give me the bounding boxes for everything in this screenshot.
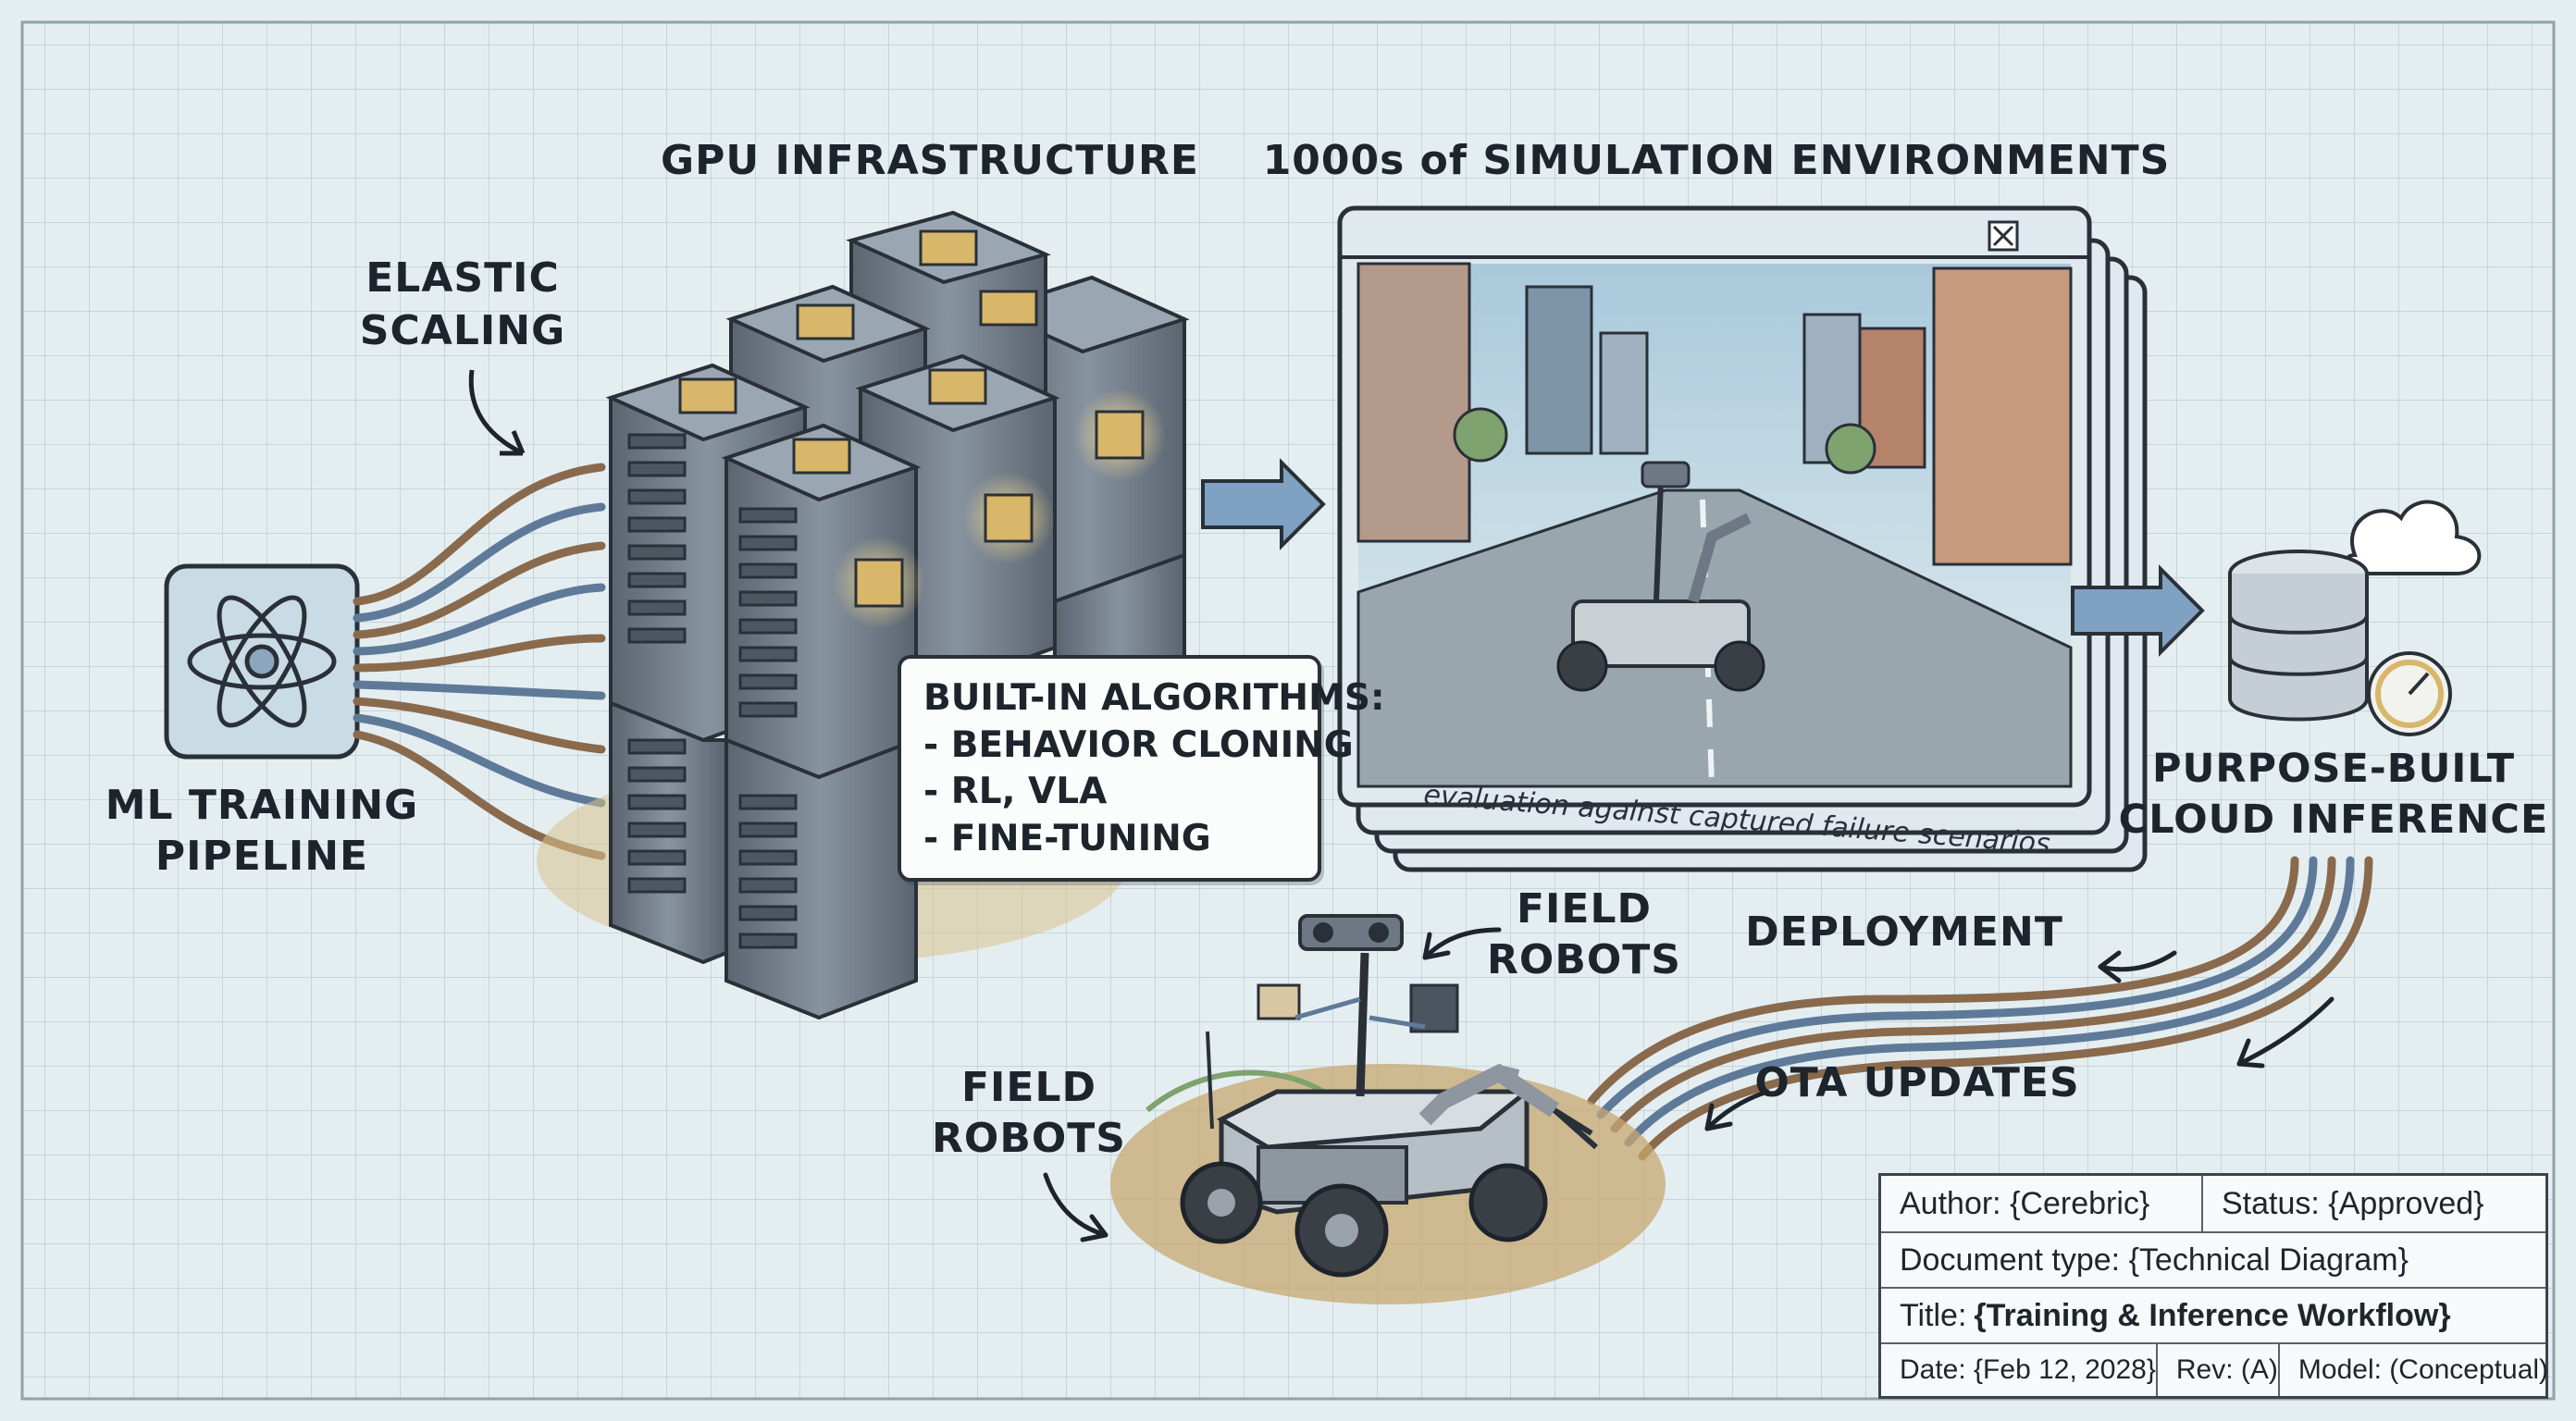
field-robots-upper-arrow xyxy=(1422,927,1502,960)
algorithm-item: FINE-TUNING xyxy=(923,816,1295,863)
rev-field: Rev: (A) xyxy=(2158,1344,2280,1396)
page-border xyxy=(20,20,2556,1401)
algorithm-item: BEHAVIOR CLONING xyxy=(923,723,1354,770)
elastic-scaling-arrow xyxy=(468,369,525,456)
algorithm-item: RL, VLA xyxy=(923,769,1295,816)
model-field: Model: (Conceptual) xyxy=(2297,1354,2549,1385)
arrow-to-inference xyxy=(2071,564,2205,657)
deployment-cables xyxy=(1587,856,2373,1161)
sim-robot xyxy=(1556,461,1765,692)
algorithms-title: BUILT-IN ALGORITHMS: xyxy=(923,677,1385,719)
deployment-arrow xyxy=(2098,950,2177,972)
ml-pipeline-line1: ML TRAINING xyxy=(105,782,419,829)
document-type-field: Document type: {Technical Diagram} xyxy=(1900,1242,2409,1278)
field-robots-lower-arrow xyxy=(1043,1172,1108,1238)
elastic-scaling-line2: SCALING xyxy=(360,307,565,354)
title-block-row-4: Date: {Feb 12, 2028} Rev: (A) Model: (Co… xyxy=(1881,1344,2549,1396)
field-robots-lower-line1: FIELD xyxy=(961,1064,1096,1111)
title-field-label: Title: xyxy=(1900,1297,1967,1333)
ota-updates-label: OTA UPDATES xyxy=(1754,1059,2079,1106)
status-field: Status: {Approved} xyxy=(2222,1185,2484,1221)
inference-line1: PURPOSE-BUILT xyxy=(2152,746,2515,792)
field-robots-upper-line2: ROBOTS xyxy=(1487,936,1681,983)
built-in-algorithms-box: BUILT-IN ALGORITHMS: BEHAVIOR CLONING RL… xyxy=(898,655,1385,882)
inference-line2: CLOUD INFERENCE xyxy=(2119,797,2549,843)
date-field: Date: {Feb 12, 2028} xyxy=(1881,1344,2158,1396)
ml-pipeline-line2: PIPELINE xyxy=(155,833,368,880)
simulation-title-label: 1000s of SIMULATION ENVIRONMENTS xyxy=(1263,137,2171,184)
title-field: Title: {Training & Inference Workflow} xyxy=(1881,1289,2545,1342)
simulation-window-stack xyxy=(1337,205,2148,872)
title-block-row-3: Title: {Training & Inference Workflow} xyxy=(1881,1289,2545,1344)
title-field-value: {Training & Inference Workflow} xyxy=(1974,1297,2451,1333)
ota-arrow-lower xyxy=(1704,1089,1770,1131)
atom-icon xyxy=(187,595,337,728)
title-block-row-1: Author: {Cerebric} Status: {Approved} xyxy=(1881,1176,2545,1233)
gpu-infrastructure-label: GPU INFRASTRUCTURE xyxy=(661,137,1199,184)
deployment-label: DEPLOYMENT xyxy=(1745,908,2063,956)
database-cloud-gauge-icon xyxy=(2228,500,2482,736)
arrow-to-simulation xyxy=(1201,458,1326,550)
city-street-scene xyxy=(1356,262,2073,788)
ml-pipeline-node xyxy=(164,563,360,760)
elastic-scaling-line1: ELASTIC xyxy=(365,254,560,302)
title-block: Author: {Cerebric} Status: {Approved} Do… xyxy=(1878,1173,2548,1399)
title-block-row-2: Document type: {Technical Diagram} xyxy=(1881,1233,2545,1289)
author-field: Author: {Cerebric} xyxy=(1881,1176,2203,1231)
field-robots-lower-line2: ROBOTS xyxy=(932,1115,1126,1162)
field-robot xyxy=(1110,914,1666,1304)
ota-arrow-upper xyxy=(2236,996,2334,1067)
close-icon[interactable] xyxy=(1988,220,2019,252)
field-robots-upper-line1: FIELD xyxy=(1517,885,1652,933)
